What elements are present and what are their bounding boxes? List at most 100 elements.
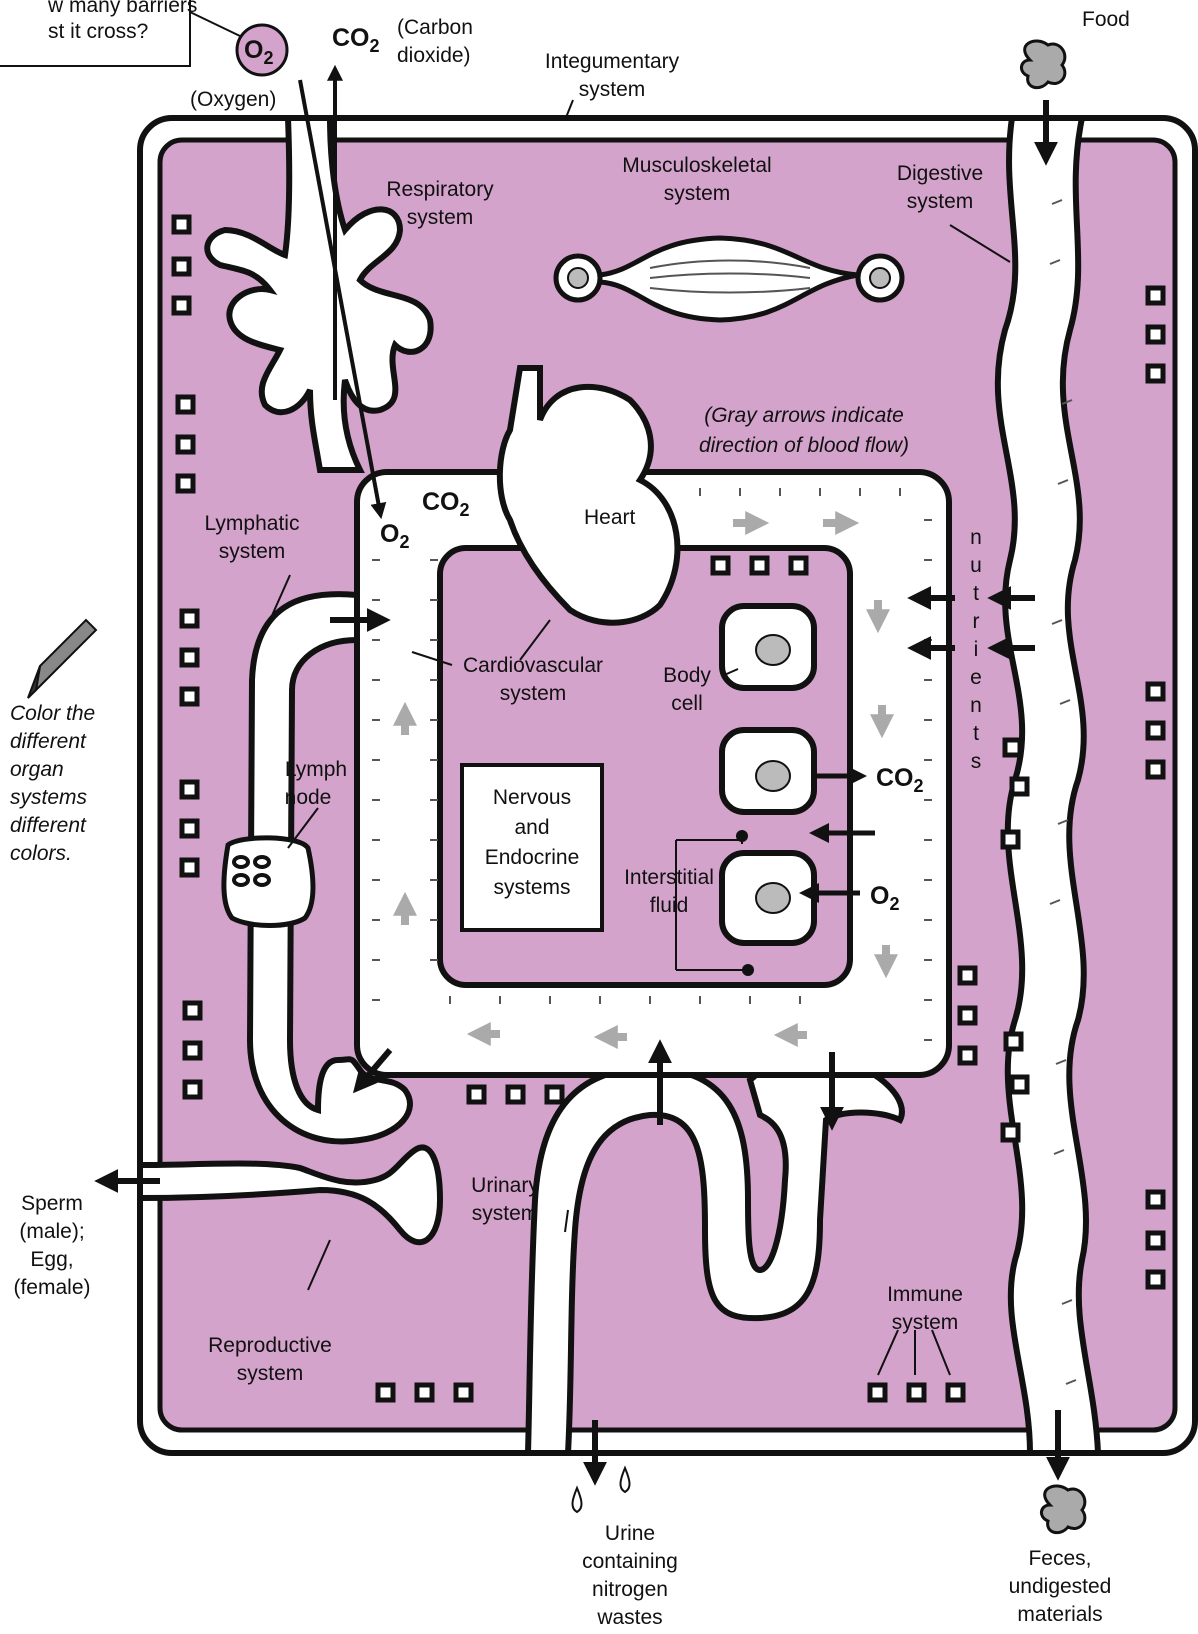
nutrients-letter: t <box>973 722 979 745</box>
checkbox-square[interactable] <box>1148 723 1163 738</box>
checkbox-square[interactable] <box>417 1385 432 1400</box>
nutrients-letter: n <box>970 526 982 549</box>
checkbox-square[interactable] <box>185 1043 200 1058</box>
checkbox-square[interactable] <box>174 217 189 232</box>
checkbox-square[interactable] <box>1148 327 1163 342</box>
checkbox-square[interactable] <box>178 397 193 412</box>
checkbox-square[interactable] <box>1148 1192 1163 1207</box>
lymph-node-label: node <box>285 786 332 809</box>
urine-label: Urine <box>605 1522 655 1545</box>
cardiovascular-label: system <box>500 682 567 705</box>
heart-label: Heart <box>584 506 636 529</box>
checkbox-square[interactable] <box>1005 740 1020 755</box>
nutrients-letter: u <box>970 554 982 577</box>
checkbox-square[interactable] <box>1148 762 1163 777</box>
body-cell-label: Body <box>663 664 711 687</box>
lymphatic-label: system <box>219 540 286 563</box>
checkbox-square[interactable] <box>182 650 197 665</box>
crayon-note-line: colors. <box>10 842 72 865</box>
checkbox-square[interactable] <box>185 1003 200 1018</box>
urine-label: nitrogen <box>592 1578 668 1601</box>
crayon-note-line: organ <box>10 758 64 781</box>
nutrients-letter: t <box>973 582 979 605</box>
crayon-note: Color the different organ systems differ… <box>10 702 95 865</box>
body-cell-label: cell <box>671 692 703 715</box>
checkbox-square[interactable] <box>960 968 975 983</box>
checkbox-square[interactable] <box>1006 1034 1021 1049</box>
sperm-egg-label: (male); <box>19 1220 84 1243</box>
feces-label: Feces, <box>1028 1547 1091 1570</box>
checkbox-square[interactable] <box>1012 1077 1027 1092</box>
nervous-endocrine-label: and <box>514 816 549 839</box>
respiratory-label: Respiratory <box>386 178 494 201</box>
urine-drop-left <box>572 1488 581 1512</box>
checkbox-square[interactable] <box>182 782 197 797</box>
feces-label: materials <box>1017 1603 1102 1626</box>
checkbox-square[interactable] <box>182 860 197 875</box>
reproductive-label: system <box>237 1362 304 1385</box>
co2-top-formula: CO2 <box>332 24 380 56</box>
checkbox-square[interactable] <box>185 1082 200 1097</box>
nutrients-letter: r <box>973 610 980 633</box>
immune-label: system <box>892 1311 959 1334</box>
checkbox-square[interactable] <box>1003 832 1018 847</box>
checkbox-square[interactable] <box>1148 684 1163 699</box>
sperm-egg-label: (female) <box>13 1276 90 1299</box>
checkbox-square[interactable] <box>960 1048 975 1063</box>
checkbox-square[interactable] <box>174 259 189 274</box>
checkbox-square[interactable] <box>178 476 193 491</box>
cardiovascular-label: Cardiovascular <box>463 654 603 677</box>
checkbox-square[interactable] <box>182 689 197 704</box>
immune-label: Immune <box>887 1283 963 1306</box>
checkbox-square[interactable] <box>174 298 189 313</box>
crayon-note-line: different <box>10 730 87 753</box>
cell-nucleus <box>756 761 790 791</box>
digestive-label: system <box>907 190 974 213</box>
reproductive-label: Reproductive <box>208 1334 332 1357</box>
checkbox-square[interactable] <box>182 821 197 836</box>
checkbox-square[interactable] <box>456 1385 471 1400</box>
musculoskeletal-label: Musculoskeletal <box>622 154 771 177</box>
integumentary-label: Integumentary <box>545 50 680 73</box>
checkbox-square[interactable] <box>752 558 767 573</box>
co2-top-caption: dioxide) <box>397 44 471 67</box>
question-text: w many barriers <box>47 0 197 17</box>
nutrients-letter: n <box>970 694 982 717</box>
checkbox-square[interactable] <box>870 1385 885 1400</box>
checkbox-square[interactable] <box>1148 366 1163 381</box>
gray-arrows-note: direction of blood flow) <box>699 434 909 457</box>
food-label: Food <box>1082 8 1130 31</box>
respiratory-label: system <box>407 206 474 229</box>
urinary-label: Urinary <box>471 1174 539 1197</box>
checkbox-square[interactable] <box>960 1008 975 1023</box>
urine-drop-right <box>620 1468 629 1492</box>
checkbox-square[interactable] <box>182 611 197 626</box>
checkbox-square[interactable] <box>508 1087 523 1102</box>
nutrients-letter: i <box>974 638 979 661</box>
checkbox-square[interactable] <box>909 1385 924 1400</box>
lymph-node-label: Lymph <box>285 758 347 781</box>
checkbox-square[interactable] <box>547 1087 562 1102</box>
lymphatic-label: Lymphatic <box>205 512 300 535</box>
checkbox-square[interactable] <box>948 1385 963 1400</box>
bone-end-left-core <box>568 268 588 288</box>
question-box-pointer <box>190 12 240 36</box>
checkbox-square[interactable] <box>1012 779 1027 794</box>
checkbox-square[interactable] <box>713 558 728 573</box>
cell-nucleus <box>756 883 790 913</box>
question-text: st it cross? <box>48 20 148 43</box>
checkbox-square[interactable] <box>378 1385 393 1400</box>
checkbox-square[interactable] <box>1148 1272 1163 1287</box>
interstitial-label: fluid <box>650 894 689 917</box>
checkbox-square[interactable] <box>1003 1125 1018 1140</box>
checkbox-square[interactable] <box>791 558 806 573</box>
checkbox-square[interactable] <box>1148 288 1163 303</box>
co2-top-caption: (Carbon <box>397 16 473 39</box>
checkbox-square[interactable] <box>469 1087 484 1102</box>
checkbox-square[interactable] <box>178 437 193 452</box>
leader-dot <box>736 830 748 842</box>
crayon-icon <box>28 620 96 698</box>
musculoskeletal-label: system <box>664 182 731 205</box>
checkbox-square[interactable] <box>1148 1233 1163 1248</box>
